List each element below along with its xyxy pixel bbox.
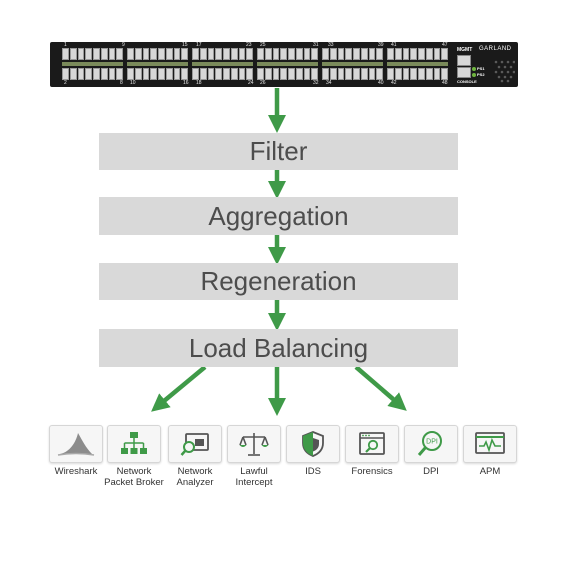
scales-icon: [239, 433, 269, 456]
tool-card: [345, 425, 399, 463]
step-aggregation: Aggregation: [99, 197, 458, 235]
port-label: 8: [120, 80, 123, 86]
console-port: [457, 67, 471, 78]
arrow-to-packet-broker: [151, 365, 207, 412]
mgmt-label: MGMT: [457, 47, 473, 53]
garland-logo: GARLAND: [479, 46, 512, 52]
ps2-label: PS2: [477, 72, 485, 77]
step-regeneration: Regeneration: [99, 263, 458, 300]
port-label: 34: [326, 80, 332, 86]
tool-label: APM: [479, 466, 501, 477]
tool-label: Network Analyzer: [176, 466, 214, 488]
tool-card: [227, 425, 281, 463]
tool-network-packet-broker: Network Packet Broker: [104, 425, 164, 488]
network-tap-switch: 1 9 15 17 23 25 31 33 39 41 47 2 8 10 16…: [50, 42, 518, 87]
ps2-led: [472, 73, 476, 77]
port-label: 41: [391, 42, 397, 48]
tool-card: DPI: [404, 425, 458, 463]
port-label: 47: [442, 42, 448, 48]
port-label: 40: [378, 80, 384, 86]
port-label: 16: [183, 80, 189, 86]
forensics-window-icon: [359, 432, 385, 455]
port-label: 26: [260, 80, 266, 86]
port-label: 10: [130, 80, 136, 86]
port-label: 17: [196, 42, 202, 48]
port-label: 1: [64, 42, 67, 48]
tool-ids: IDS: [286, 425, 340, 477]
port-label: 42: [391, 80, 397, 86]
step-filter: Filter: [99, 133, 458, 170]
tool-label: DPI: [423, 466, 439, 477]
port-group-1: [62, 48, 123, 81]
port-label: 48: [442, 80, 448, 86]
port-label: 39: [378, 42, 384, 48]
tool-card: [168, 425, 222, 463]
tool-lawful-intercept: Lawful Intercept: [227, 425, 281, 488]
tool-label: Network Packet Broker: [104, 466, 164, 488]
tool-dpi: DPI DPI: [404, 425, 458, 477]
console-label: CONSOLE: [457, 79, 477, 84]
management-panel: MGMT GARLAND CONSOLE PS1 PS2: [455, 45, 515, 85]
port-group-4: [257, 48, 318, 81]
port-label: 23: [246, 42, 252, 48]
port-label: 25: [260, 42, 266, 48]
tool-label: IDS: [305, 466, 321, 477]
port-group-2: [127, 48, 188, 81]
port-label: 32: [313, 80, 319, 86]
monitor-pulse-icon: [475, 432, 505, 454]
ps1-label: PS1: [477, 66, 485, 71]
port-status-strip: [62, 62, 123, 66]
tool-card: [286, 425, 340, 463]
step-load-balancing: Load Balancing: [99, 329, 458, 367]
tool-apm: APM: [463, 425, 517, 477]
mgmt-port: [457, 55, 471, 66]
port-label: 31: [313, 42, 319, 48]
dpi-magnifier-icon: DPI: [417, 431, 442, 456]
vent-holes: [494, 60, 515, 83]
tool-label: Wireshark: [54, 466, 98, 477]
port-row-bottom: [62, 68, 123, 80]
network-hierarchy-icon: [121, 432, 147, 454]
shield-icon: [302, 431, 324, 457]
tool-label: Lawful Intercept: [235, 466, 273, 488]
port-label: 2: [64, 80, 67, 86]
tool-card: [463, 425, 517, 463]
tool-network-analyzer: Network Analyzer: [168, 425, 222, 488]
tool-label: Forensics: [351, 466, 393, 477]
tool-forensics: Forensics: [345, 425, 399, 477]
port-label: 15: [182, 42, 188, 48]
shark-fin-icon: [57, 433, 95, 456]
port-label: 18: [196, 80, 202, 86]
port-group-6: [387, 48, 448, 81]
port-group-3: [192, 48, 253, 81]
port-label: 9: [122, 42, 125, 48]
ps1-led: [472, 67, 476, 71]
port-group-5: [322, 48, 383, 81]
port-row-top: [62, 48, 123, 60]
tool-card: [49, 425, 103, 463]
tool-wireshark: Wireshark: [49, 425, 103, 477]
analyzer-magnifier-icon: [180, 433, 209, 456]
arrow-to-dpi: [354, 365, 407, 411]
port-label: 33: [328, 42, 334, 48]
svg-text:DPI: DPI: [426, 439, 438, 446]
port-label: 24: [248, 80, 254, 86]
tool-card: [107, 425, 161, 463]
